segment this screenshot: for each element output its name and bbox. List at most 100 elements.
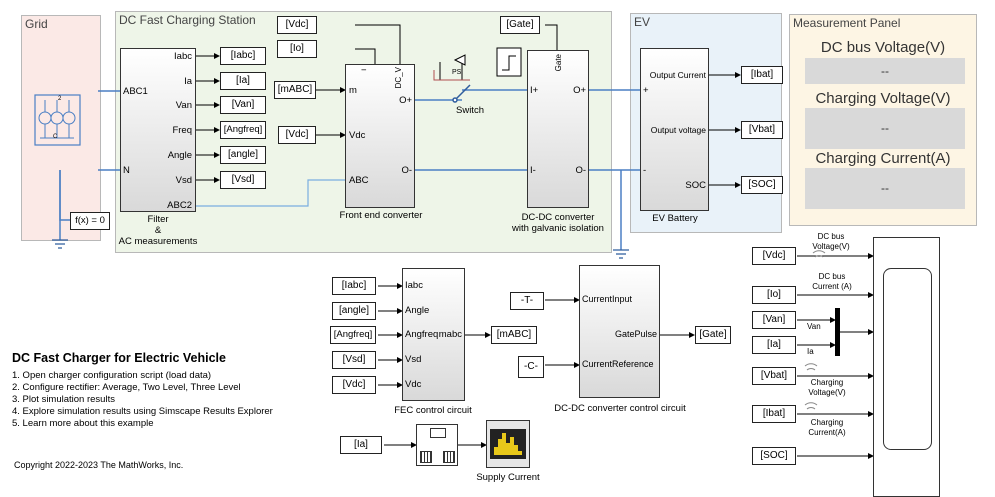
copyright: Copyright 2022-2023 The MathWorks, Inc. bbox=[14, 460, 184, 470]
fecctrl-in-vsd: Vsd bbox=[405, 354, 422, 365]
fec-out-op: O+ bbox=[399, 95, 412, 106]
filter-out-freq: Freq bbox=[172, 125, 192, 136]
dcdcctrl-in-ci: CurrentInput bbox=[582, 294, 633, 304]
tag-io-top[interactable]: [Io] bbox=[277, 40, 317, 58]
info-item-5[interactable]: 5. Learn more about this example bbox=[12, 418, 154, 429]
station-area-title: DC Fast Charging Station bbox=[119, 13, 256, 27]
supply-mux-block[interactable] bbox=[416, 424, 458, 466]
charging-voltage-display[interactable]: -- bbox=[805, 108, 965, 149]
dcdc-control-circuit-block[interactable]: CurrentInput CurrentReference GatePulse bbox=[579, 265, 660, 398]
fecctrl-tag-mabc-out[interactable]: [mABC] bbox=[491, 326, 537, 344]
filter-out-vsd: Vsd bbox=[175, 175, 192, 186]
filter-in-abc1: ABC1 bbox=[123, 86, 148, 97]
dcdcctrl-in-cr: CurrentReference bbox=[582, 359, 654, 369]
filter-out-angle: Angle bbox=[167, 150, 192, 161]
tag-vdc-in[interactable]: [Vdc] bbox=[278, 126, 316, 144]
charging-voltage-title: Charging Voltage(V) bbox=[815, 90, 951, 107]
battery-out-voltage: Output voltage bbox=[650, 125, 706, 135]
scope-label-ch-v: Charging Voltage(V) bbox=[808, 378, 846, 397]
front-end-converter-block[interactable]: − DC_V m Vdc ABC O+ O- bbox=[345, 64, 415, 208]
fec-out-om: O- bbox=[401, 165, 412, 176]
info-title: DC Fast Charger for Electric Vehicle bbox=[12, 351, 226, 365]
filter-ac-measurements-block[interactable]: ABC1 N Iabc Ia Van Freq Angle Vsd ABC2 bbox=[120, 48, 196, 212]
scope-screen bbox=[883, 268, 932, 450]
dcdcctrl-tag-gate[interactable]: [Gate] bbox=[695, 326, 731, 344]
fecctrl-tag-angfreq[interactable]: [Angfreq] bbox=[330, 326, 376, 344]
info-item-1[interactable]: 1. Open charger configuration script (lo… bbox=[12, 370, 212, 381]
fec-in-m: m bbox=[349, 85, 357, 96]
tag-angfreq[interactable]: [Angfreq] bbox=[220, 121, 266, 139]
main-scope-block[interactable] bbox=[873, 237, 940, 497]
grid-area: Grid bbox=[21, 15, 101, 241]
supply-tag-ia[interactable]: [Ia] bbox=[340, 436, 382, 454]
filter-out-ia: Ia bbox=[184, 76, 192, 87]
scope-label-van: Van bbox=[807, 322, 821, 331]
fec-in-abc: ABC bbox=[349, 175, 369, 186]
scope-label-ia: Ia bbox=[807, 347, 814, 356]
tag-ibat[interactable]: [Ibat] bbox=[741, 66, 783, 84]
tag-iabc[interactable]: [Iabc] bbox=[220, 47, 266, 65]
tag-van[interactable]: [Van] bbox=[220, 96, 266, 114]
solver-config-block[interactable]: f(x) = 0 bbox=[70, 212, 110, 230]
dcdcctrl-tag-t[interactable]: -T- bbox=[510, 292, 544, 310]
switch-ps-label: PS bbox=[452, 69, 462, 76]
fec-in-vdc: Vdc bbox=[349, 130, 366, 141]
charging-current-display[interactable]: -- bbox=[805, 168, 965, 209]
scope-display-icon bbox=[490, 429, 526, 459]
tag-ia[interactable]: [Ia] bbox=[220, 72, 266, 90]
dcdc-in-ip: I+ bbox=[530, 85, 539, 96]
scope-tag-vbat[interactable]: [Vbat] bbox=[752, 367, 796, 385]
filter-caption: Filter & AC measurements bbox=[118, 214, 198, 247]
scope-tag-ibat[interactable]: [Ibat] bbox=[752, 405, 796, 423]
scope-tag-ia[interactable]: [Ia] bbox=[752, 336, 796, 354]
fec-top-minus: − bbox=[361, 65, 367, 76]
dcdcctrl-out-gp: GatePulse bbox=[614, 329, 657, 339]
dcdc-converter-block[interactable]: Gate I+ I- O+ O- bbox=[527, 50, 589, 208]
battery-out-current: Output Current bbox=[649, 70, 706, 80]
supply-current-scope-block[interactable] bbox=[486, 420, 530, 468]
fecctrl-in-angfreq: Angfreq bbox=[405, 329, 439, 340]
tag-vbat[interactable]: [Vbat] bbox=[741, 121, 783, 139]
scope-label-ch-i: Charging Current(A) bbox=[808, 418, 846, 437]
fecctrl-out-mabc: mabc bbox=[438, 329, 462, 340]
tag-vsd[interactable]: [Vsd] bbox=[220, 171, 266, 189]
supply-caption: Supply Current bbox=[476, 472, 540, 483]
info-item-3[interactable]: 3. Plot simulation results bbox=[12, 394, 115, 405]
dcdcctrl-caption: DC-DC converter control circuit bbox=[554, 403, 686, 414]
battery-caption: EV Battery bbox=[652, 213, 698, 224]
fecctrl-tag-angle[interactable]: [angle] bbox=[332, 302, 376, 320]
dcdc-caption: DC-DC converter with galvanic isolation bbox=[512, 212, 604, 234]
fecctrl-tag-vdc[interactable]: [Vdc] bbox=[332, 376, 376, 394]
info-item-4[interactable]: 4. Explore simulation results using Sims… bbox=[12, 406, 273, 417]
info-item-2[interactable]: 2. Configure rectifier: Average, Two Lev… bbox=[12, 382, 241, 393]
battery-plus: + bbox=[643, 85, 649, 96]
filter-out-abc2: ABC2 bbox=[167, 200, 192, 211]
tag-vdc-top[interactable]: [Vdc] bbox=[277, 16, 317, 34]
dcdc-in-im: I- bbox=[530, 165, 536, 176]
scope-tag-van[interactable]: [Van] bbox=[752, 311, 796, 329]
dcdc-out-op: O+ bbox=[573, 85, 586, 96]
switch-caption: Switch bbox=[456, 105, 484, 116]
fecctrl-in-angle: Angle bbox=[405, 305, 430, 316]
scope-tag-io[interactable]: [Io] bbox=[752, 286, 796, 304]
scope-tag-soc[interactable]: [SOC] bbox=[752, 447, 796, 465]
dcbus-voltage-title: DC bus Voltage(V) bbox=[820, 39, 946, 56]
fec-top-dcv: DC_V bbox=[394, 67, 403, 89]
tag-angle[interactable]: [angle] bbox=[220, 146, 266, 164]
scope-tag-vdc[interactable]: [Vdc] bbox=[752, 247, 796, 265]
dcdcctrl-tag-c[interactable]: -C- bbox=[518, 356, 544, 378]
fec-control-circuit-block[interactable]: Iabc Angle Angfreq Vsd Vdc mabc bbox=[402, 268, 465, 401]
dcbus-voltage-display[interactable]: -- bbox=[805, 58, 965, 84]
fecctrl-caption: FEC control circuit bbox=[394, 405, 472, 416]
charging-current-title: Charging Current(A) bbox=[815, 150, 951, 167]
dcdc-out-om: O- bbox=[575, 165, 586, 176]
fecctrl-tag-iabc[interactable]: [Iabc] bbox=[332, 277, 376, 295]
tag-gate-top[interactable]: [Gate] bbox=[500, 16, 540, 34]
tag-soc[interactable]: [SOC] bbox=[741, 176, 783, 194]
filter-out-van: Van bbox=[175, 100, 192, 111]
tag-mabc-in[interactable]: [mABC] bbox=[274, 81, 316, 99]
filter-in-n: N bbox=[123, 165, 130, 176]
fecctrl-tag-vsd[interactable]: [Vsd] bbox=[332, 351, 376, 369]
fecctrl-in-iabc: Iabc bbox=[405, 280, 423, 291]
ev-battery-block[interactable]: + - Output Current Output voltage SOC bbox=[640, 48, 709, 211]
